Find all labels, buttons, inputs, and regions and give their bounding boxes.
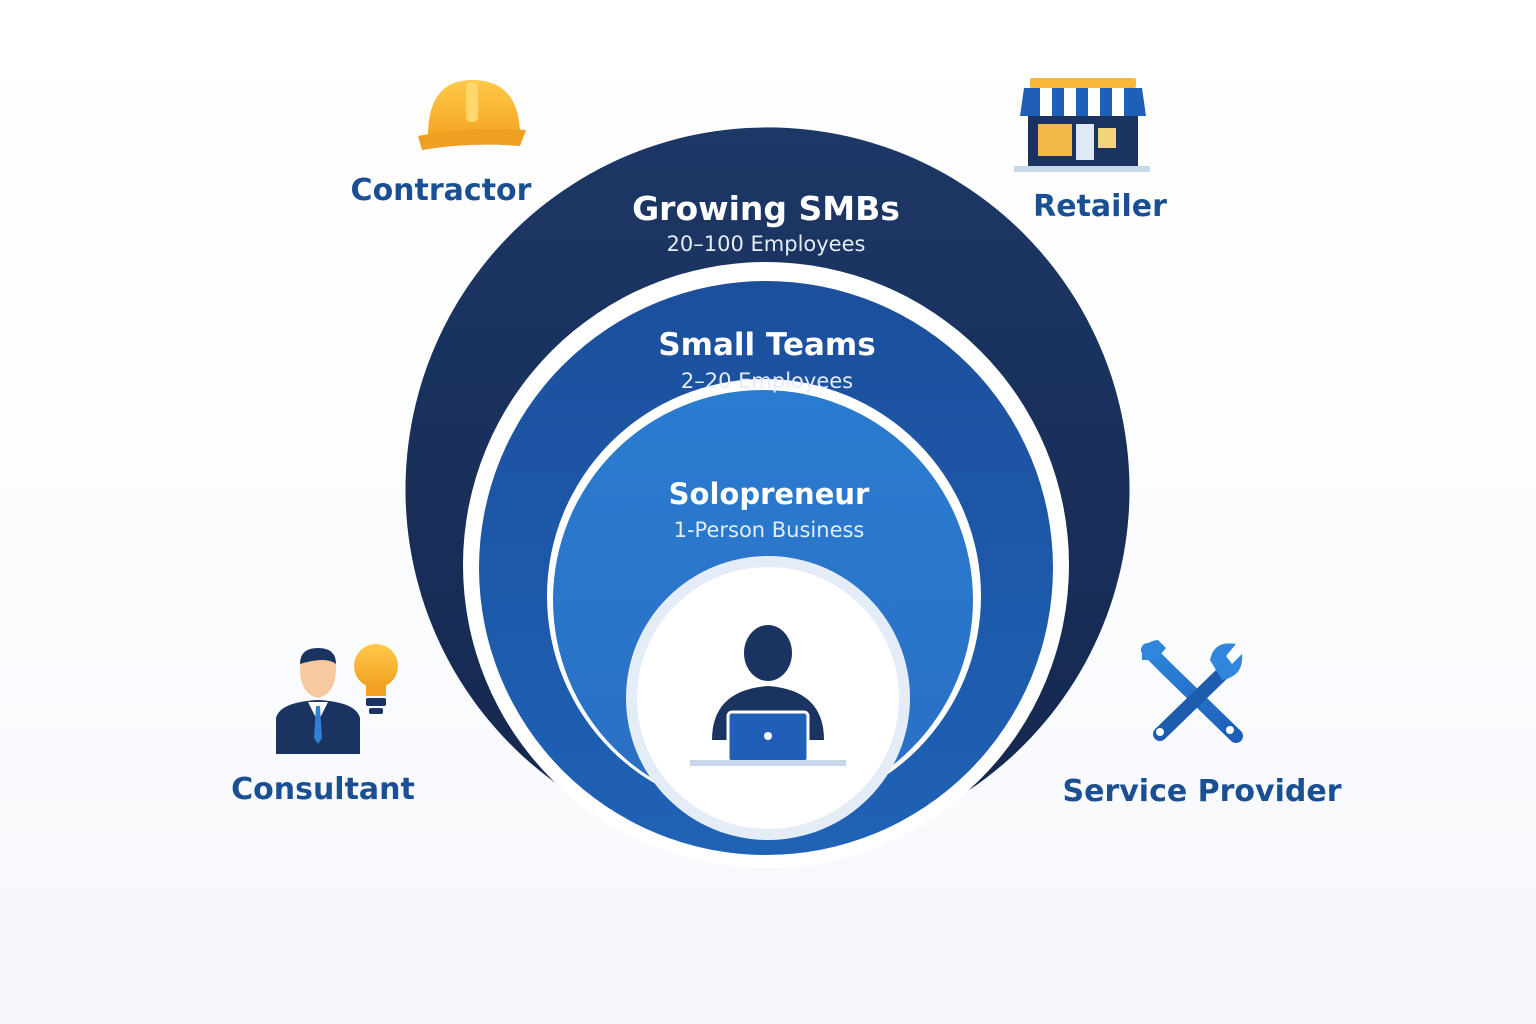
- ring-subtitle-small-teams: 2–20 Employees: [681, 369, 853, 393]
- ring-title-small-teams: Small Teams: [658, 327, 875, 363]
- label-contractor: Contractor: [351, 173, 532, 208]
- businessman-lightbulb-icon: [276, 644, 398, 754]
- ring-title-growing-smbs: Growing SMBs: [632, 189, 900, 228]
- ring-subtitle-growing-smbs: 20–100 Employees: [667, 232, 866, 256]
- label-retailer: Retailer: [1033, 189, 1167, 224]
- label-service-provider: Service Provider: [1062, 774, 1341, 809]
- hard-hat-icon: [418, 80, 526, 150]
- storefront-icon: [1014, 78, 1150, 172]
- wrench-screwdriver-icon: [1141, 640, 1243, 743]
- person-laptop-icon: [690, 625, 846, 766]
- label-consultant: Consultant: [231, 772, 415, 807]
- ring-title-solopreneur: Solopreneur: [669, 477, 870, 511]
- ring-subtitle-solopreneur: 1-Person Business: [674, 518, 865, 542]
